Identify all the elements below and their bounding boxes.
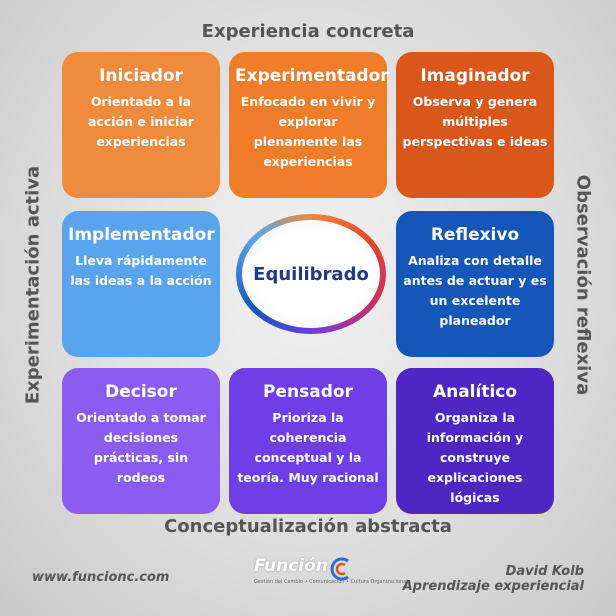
card-description: Orientado a tomar decisiones prácticas, … [76,410,206,485]
card-description: Organiza la información y construye expl… [426,410,524,505]
logo: Función Gestión del Cambio • Comunicació… [250,556,408,598]
card-title: Pensador [263,382,353,402]
card-description: Prioriza la coherencia conceptual y la t… [237,410,379,485]
card-title: Analítico [432,382,518,402]
logo-mark-icon [330,557,349,581]
card-pensador: Pensador Prioriza la coherencia conceptu… [229,368,387,514]
card-implementador: Implementador Lleva rápidamente las idea… [62,211,220,357]
card-title: Iniciador [99,66,183,86]
card-title: Decisor [105,382,177,402]
center-label: Equilibrado [253,263,369,285]
axis-label-left: Experimentación activa [22,165,44,405]
card-reflexivo: Reflexivo Analiza con detalle antes de a… [396,211,554,357]
card-description: Lleva rápidamente las ideas a la acción [70,253,212,288]
credit: David Kolb Aprendizaje experiencial [403,564,584,594]
card-experimentador: Experimentador Enfocado en vivir y explo… [229,52,389,198]
author-subtitle: Aprendizaje experiencial [402,579,584,594]
author-name: David Kolb [505,564,584,579]
card-title: Imaginador [420,66,530,86]
card-description: Observa y genera múltiples perspectivas … [402,94,548,149]
card-description: Orientado a la acción e iniciar experien… [88,94,194,149]
card-imaginador: Imaginador Observa y genera múltiples pe… [396,52,554,198]
axis-label-top: Experiencia concreta [201,21,415,42]
logo-text: Función [254,556,328,576]
axis-label-right: Observación reflexiva [572,174,594,396]
card-title: Reflexivo [430,225,520,245]
card-description: Enfocado en vivir y explorar plenamente … [240,94,376,169]
card-decisor: Decisor Orientado a tomar decisiones prá… [62,368,220,514]
axis-label-bottom: Conceptualización abstracta [164,516,452,537]
card-title: Experimentador [235,66,389,86]
card-analitico: Analítico Organiza la información y cons… [396,368,554,514]
logo-tagline: Gestión del Cambio • Comunicación • Cult… [254,579,408,585]
card-title: Implementador [68,225,215,245]
card-iniciador: Iniciador Orientado a la acción e inicia… [62,52,220,198]
website-link[interactable]: www.funcionc.com [32,570,170,585]
center-circle: Equilibrado [242,220,380,328]
card-description: Analiza con detalle antes de actuar y es… [403,253,547,328]
